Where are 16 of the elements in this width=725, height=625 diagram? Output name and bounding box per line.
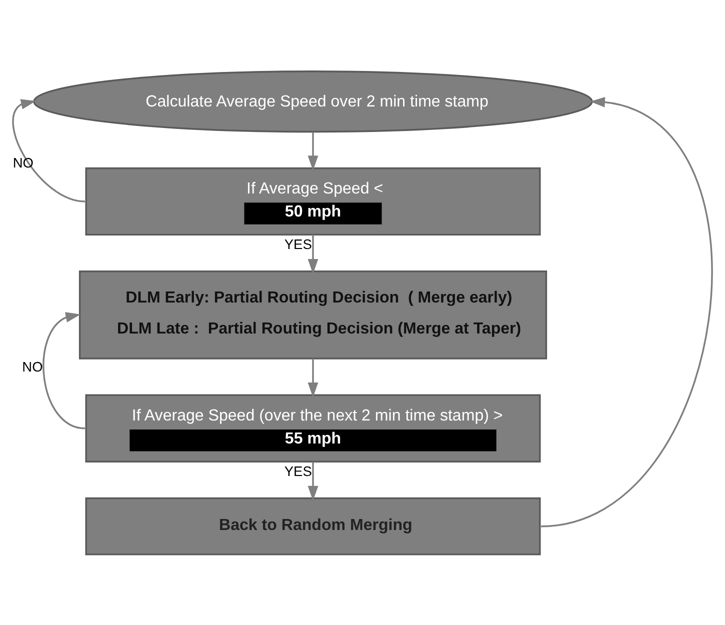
edge-label: NO [22, 359, 43, 374]
arrow [42, 312, 86, 429]
node-box: If Average Speed (over the next 2 min time stamp) > 55 mph [85, 394, 541, 462]
arrow [308, 461, 318, 500]
edge-label: NO [12, 154, 34, 170]
arrow [308, 234, 318, 274]
arrow [12, 98, 86, 202]
arrow [308, 358, 318, 397]
node-ellipse: Calculate Average Speed over 2 min time stamp [33, 70, 593, 132]
node-box: Back to Random Merging [85, 496, 541, 555]
arrow [540, 96, 713, 527]
node-box: If Average Speed < 50 mph [85, 166, 541, 236]
arrow [308, 132, 318, 170]
node-box: DLM Early: Partial Routing Decision ( Merge early) DLM Late : Partial Routing Decision (Merge at Taper) [78, 270, 548, 359]
edge-label: YES [284, 464, 312, 479]
edge-label: YES [284, 236, 312, 252]
